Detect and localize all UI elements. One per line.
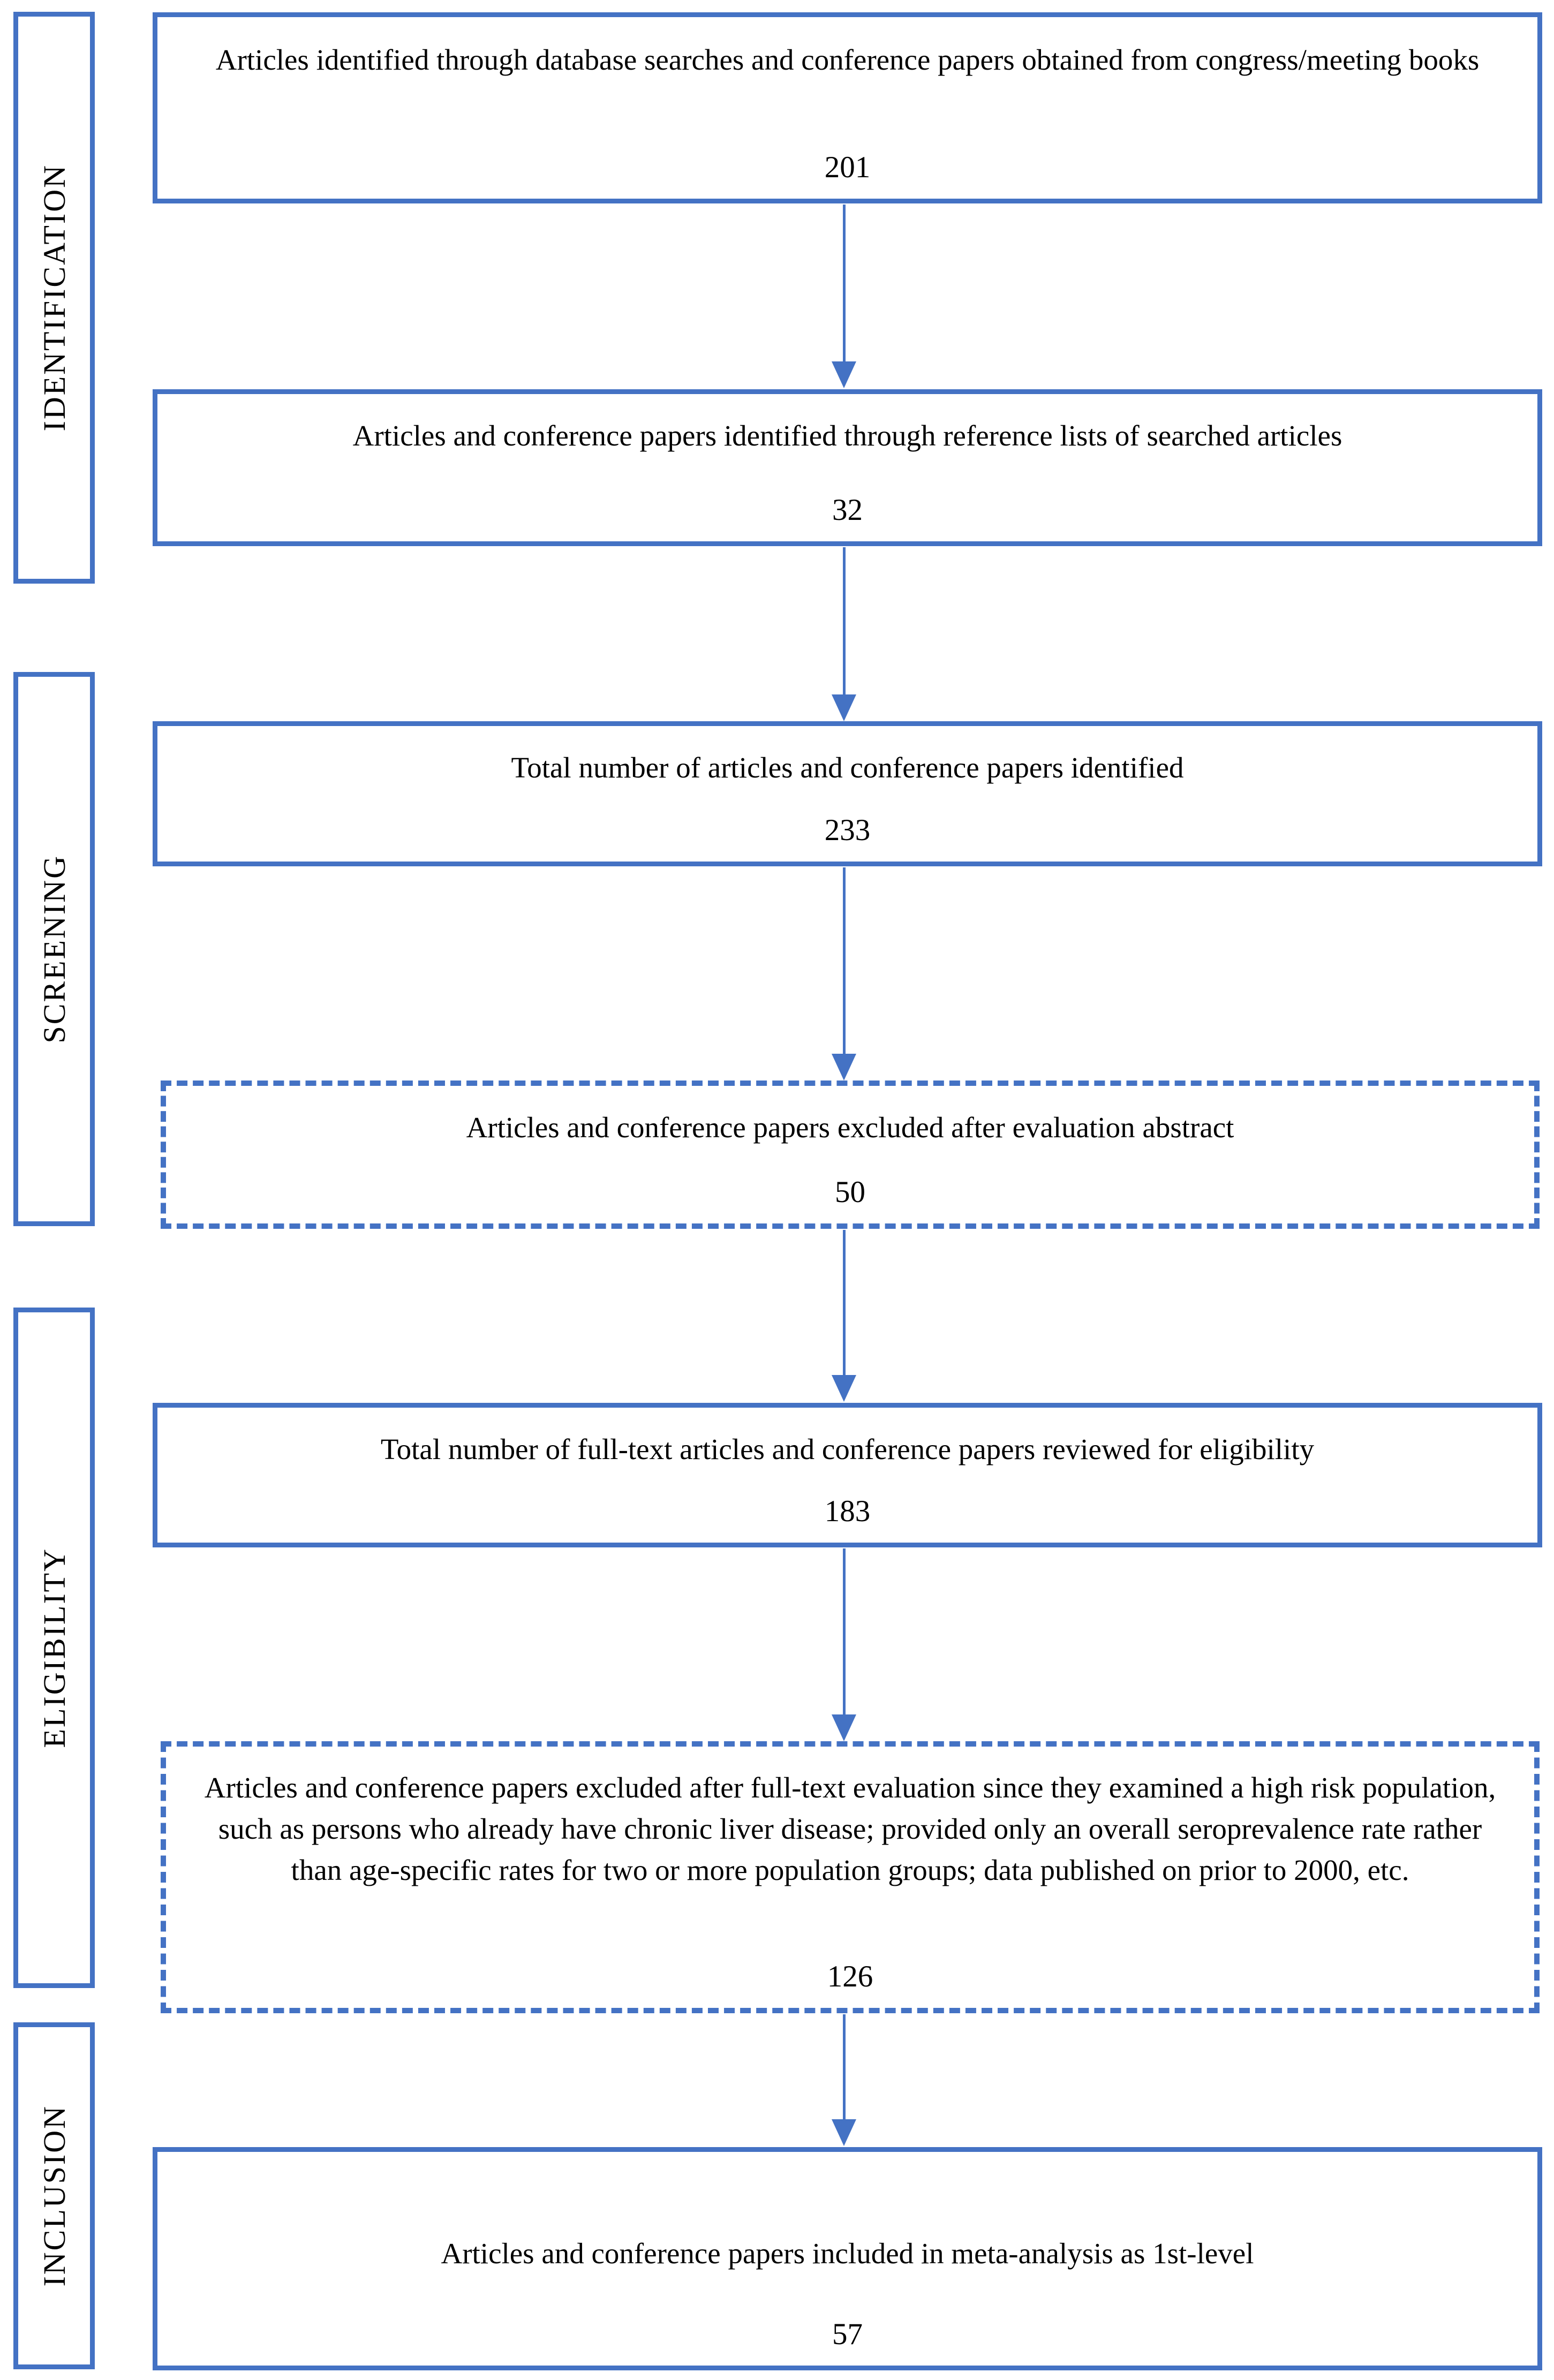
- down-arrow-shaft-4: [843, 1230, 846, 1375]
- flow-box-included-meta-analysis: Articles and conference papers included …: [153, 2147, 1542, 2370]
- flow-box-fulltext-reviewed: Total number of full-text articles and c…: [153, 1403, 1542, 1547]
- flow-box-text: Articles identified through database sea…: [215, 43, 1480, 76]
- flow-box-excluded-abstract: Articles and conference papers excluded …: [161, 1081, 1540, 1229]
- down-arrow-shaft-6: [843, 2014, 846, 2119]
- down-arrow-head-icon: [832, 1714, 856, 1741]
- down-arrow-shaft-3: [843, 867, 846, 1054]
- flow-box-reference-lists: Articles and conference papers identifie…: [153, 389, 1542, 546]
- stage-label-screening: SCREENING: [36, 855, 72, 1044]
- flow-box-count: 32: [832, 493, 863, 527]
- flow-box-total-identified: Total number of articles and conference …: [153, 721, 1542, 866]
- stage-label-identification: IDENTIFICATION: [36, 164, 72, 432]
- down-arrow-shaft-1: [843, 205, 846, 361]
- flow-box-count: 183: [824, 1494, 871, 1528]
- stage-box-screening: SCREENING: [13, 672, 95, 1226]
- flow-box-text: Articles and conference papers included …: [441, 2237, 1254, 2270]
- flow-box-excluded-fulltext: Articles and conference papers excluded …: [161, 1741, 1540, 2013]
- down-arrow-shaft-5: [843, 1548, 846, 1714]
- down-arrow-shaft-2: [843, 547, 846, 694]
- flow-box-count: 50: [835, 1175, 865, 1209]
- flow-box-count: 57: [832, 2317, 863, 2351]
- flow-box-count: 201: [824, 150, 871, 184]
- stage-box-identification: IDENTIFICATION: [13, 12, 95, 584]
- stage-label-eligibility: ELIGIBILITY: [36, 1547, 72, 1748]
- down-arrow-head-icon: [832, 694, 856, 721]
- flow-box-count: 126: [827, 1960, 873, 1993]
- flow-box-text: Articles and conference papers identifie…: [352, 419, 1342, 452]
- stage-box-inclusion: INCLUSION: [13, 2022, 95, 2369]
- flow-box-text: Articles and conference papers excluded …: [204, 1771, 1496, 1886]
- down-arrow-head-icon: [832, 2119, 856, 2146]
- flow-box-count: 233: [824, 813, 871, 847]
- stage-label-inclusion: INCLUSION: [36, 2105, 72, 2287]
- flow-box-database-search: Articles identified through database sea…: [153, 12, 1542, 203]
- down-arrow-head-icon: [832, 1054, 856, 1081]
- flow-box-text: Total number of full-text articles and c…: [380, 1433, 1315, 1465]
- stage-box-eligibility: ELIGIBILITY: [13, 1308, 95, 1988]
- flow-box-text: Articles and conference papers excluded …: [466, 1111, 1234, 1144]
- down-arrow-head-icon: [832, 1375, 856, 1402]
- flow-box-text: Total number of articles and conference …: [511, 751, 1184, 784]
- down-arrow-head-icon: [832, 361, 856, 388]
